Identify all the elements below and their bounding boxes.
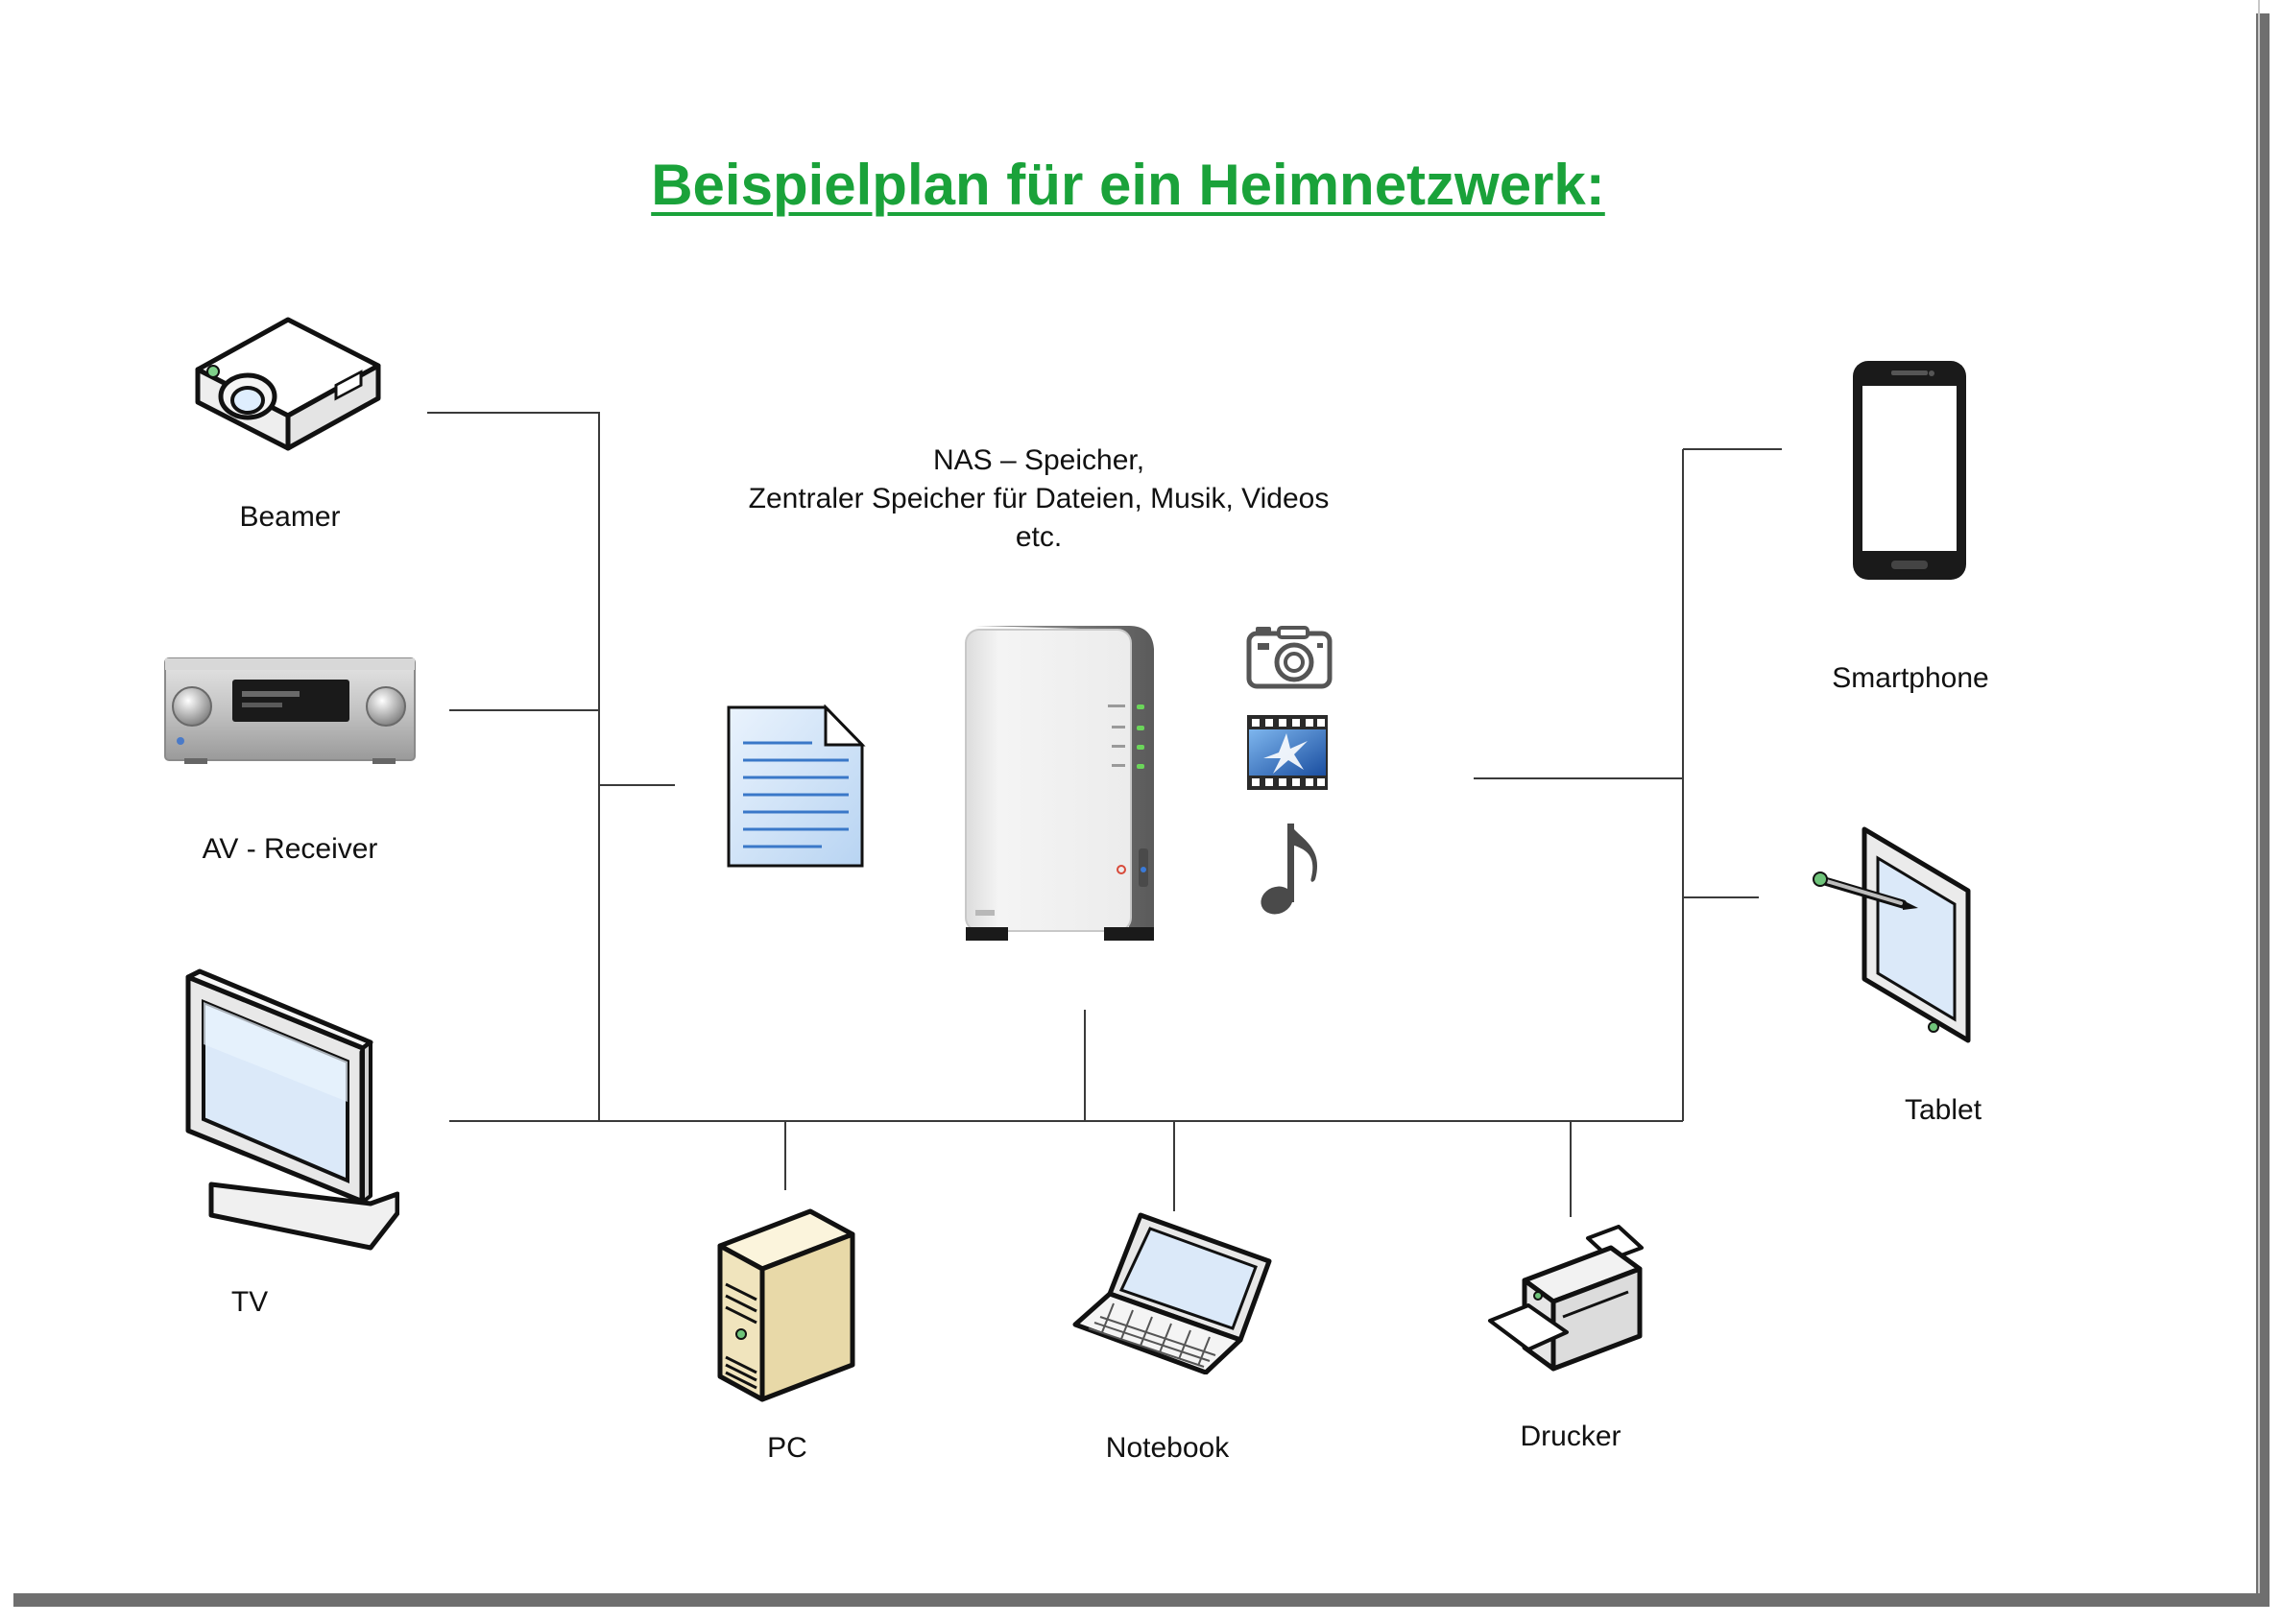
music-note-icon (1261, 824, 1318, 915)
nas-icon (965, 626, 1154, 941)
nas-description: NAS – Speicher, Zentraler Speicher für D… (703, 442, 1375, 557)
laptop-icon (1072, 1212, 1272, 1374)
beamer-label: Beamer (239, 501, 341, 533)
network-lines (427, 412, 1782, 1217)
printer-icon (1488, 1225, 1644, 1372)
nas-etc-line: etc. (1015, 521, 1063, 553)
av-receiver-icon (164, 657, 416, 764)
smartphone-label: Smartphone (1832, 662, 1989, 694)
projector-icon (195, 317, 381, 451)
document-icon (727, 705, 866, 868)
smartphone-icon (1853, 361, 1966, 580)
tv-icon (185, 968, 399, 1251)
pc-label: PC (767, 1432, 807, 1464)
page-title: Beispielplan für ein Heimnetzwerk: (651, 153, 1605, 217)
tablet-icon (1813, 826, 1971, 1043)
film-icon (1247, 715, 1328, 790)
notebook-label: Notebook (1105, 1432, 1230, 1464)
diagram-page: Beispielplan für ein Heimnetzwerk: (164, 0, 2260, 1593)
nas-subtitle-line: Zentraler Speicher für Dateien, Musik, V… (748, 483, 1330, 514)
nas-title-line: NAS – Speicher, (932, 444, 1145, 476)
drucker-label: Drucker (1520, 1421, 1621, 1452)
pc-tower-icon (717, 1208, 855, 1402)
camera-icon (1246, 626, 1333, 689)
av-receiver-label: AV - Receiver (202, 833, 378, 865)
tv-label: TV (230, 1286, 269, 1318)
tablet-label: Tablet (1904, 1094, 1982, 1126)
